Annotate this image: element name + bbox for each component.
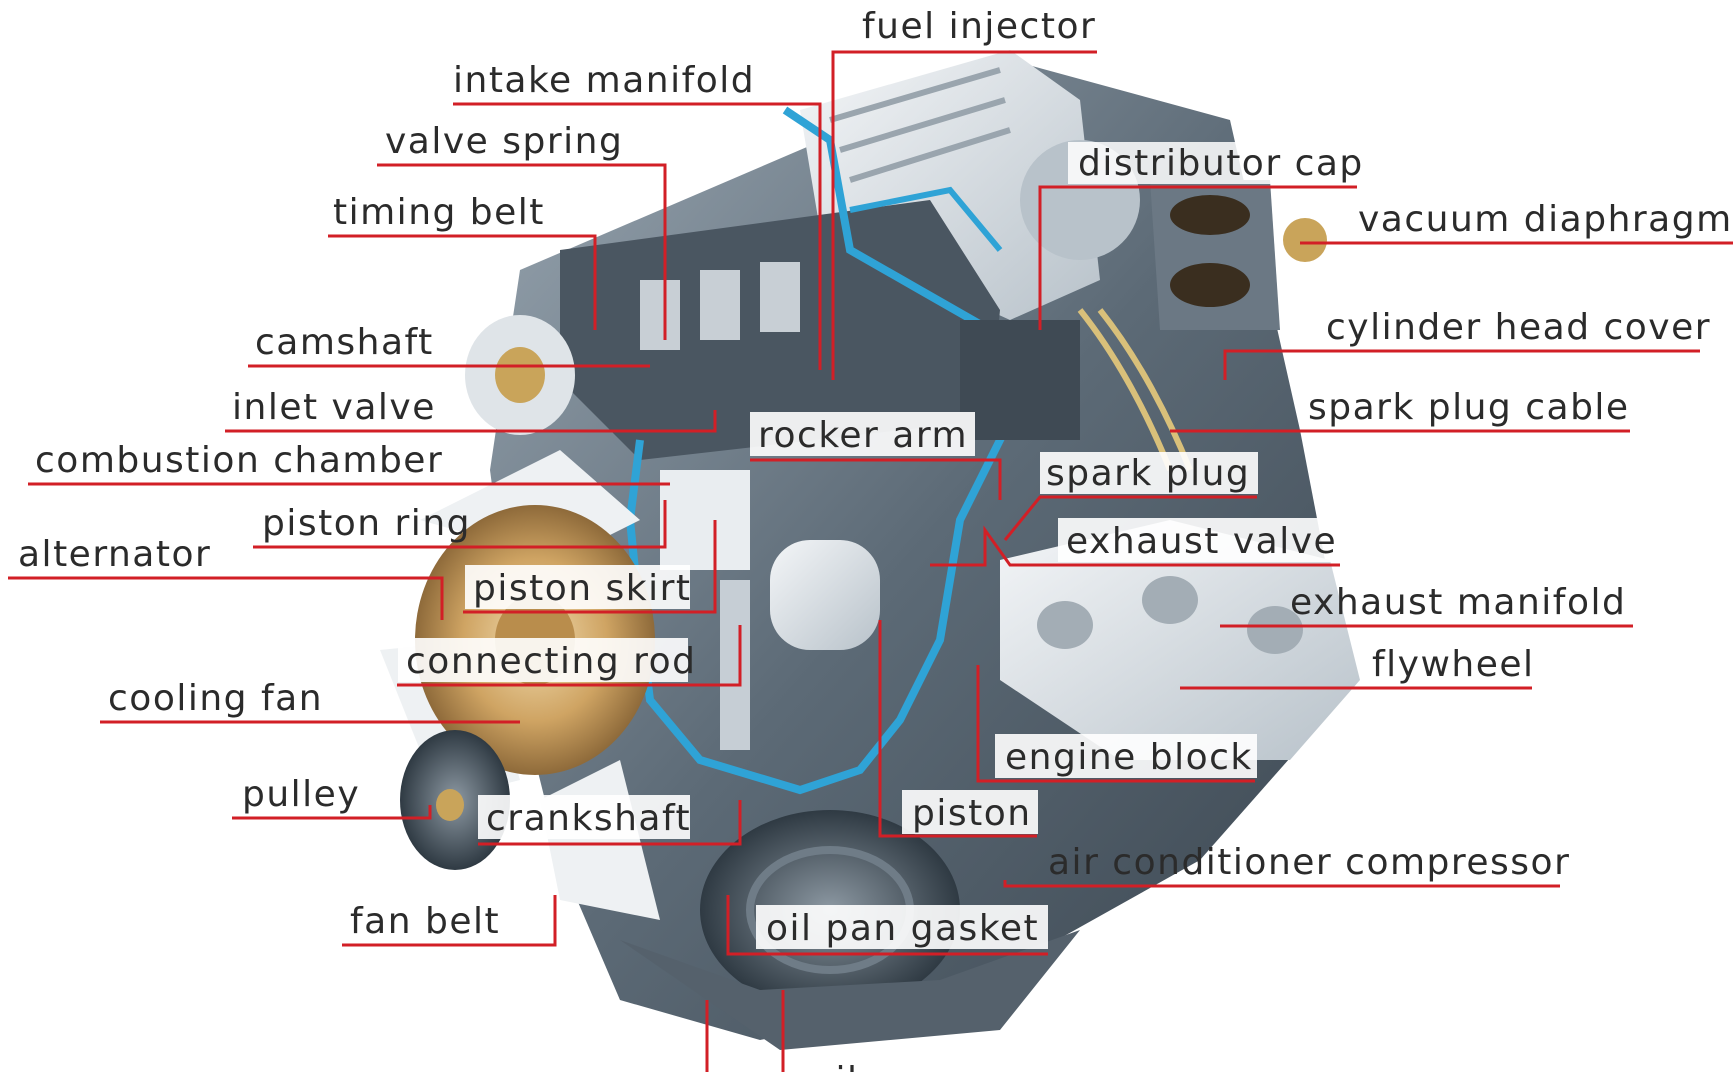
alternator-body [465, 315, 575, 435]
label-alternator: alternator [18, 534, 211, 575]
label-timing-belt: timing belt [333, 192, 545, 233]
label-piston-ring: piston ring [262, 503, 471, 544]
label-distributor-cap: distributor cap [1078, 143, 1364, 184]
label-fan-belt: fan belt [350, 901, 500, 942]
label-spark-plug-cable: spark plug cable [1308, 387, 1630, 428]
leader-alternator [8, 578, 442, 620]
label-exhaust-manifold: exhaust manifold [1290, 582, 1626, 623]
label-exhaust-valve: exhaust valve [1066, 521, 1337, 562]
label-combustion-chamber: combustion chamber [35, 440, 443, 481]
label-inlet-valve: inlet valve [232, 387, 436, 428]
label-crankshaft: crankshaft [486, 798, 691, 839]
label-camshaft: camshaft [255, 322, 434, 363]
label-valve-spring: valve spring [385, 121, 623, 162]
label-engine-block: engine block [1005, 737, 1253, 778]
label-oil-pan-gasket: oil pan gasket [766, 908, 1039, 949]
label-intake-manifold: intake manifold [453, 60, 755, 101]
label-piston: piston [912, 793, 1032, 834]
label-fuel-injector: fuel injector [862, 6, 1096, 47]
label-air-conditioner-compressor: air conditioner compressor [1048, 842, 1570, 883]
label-rocker-arm: rocker arm [758, 415, 968, 456]
label-spark-plug: spark plug [1046, 453, 1250, 494]
label-oil-pan: oil pan [812, 1060, 944, 1072]
label-connecting-rod: connecting rod [406, 641, 697, 682]
leader-cylinder-head-cover [1225, 351, 1700, 380]
label-piston-skirt: piston skirt [473, 568, 692, 609]
label-vacuum-diaphragm: vacuum diaphragm [1358, 199, 1733, 240]
label-flywheel: flywheel [1372, 644, 1535, 685]
label-cooling-fan: cooling fan [108, 678, 323, 719]
label-cylinder-head-cover: cylinder head cover [1326, 307, 1711, 348]
label-pulley: pulley [242, 774, 360, 815]
